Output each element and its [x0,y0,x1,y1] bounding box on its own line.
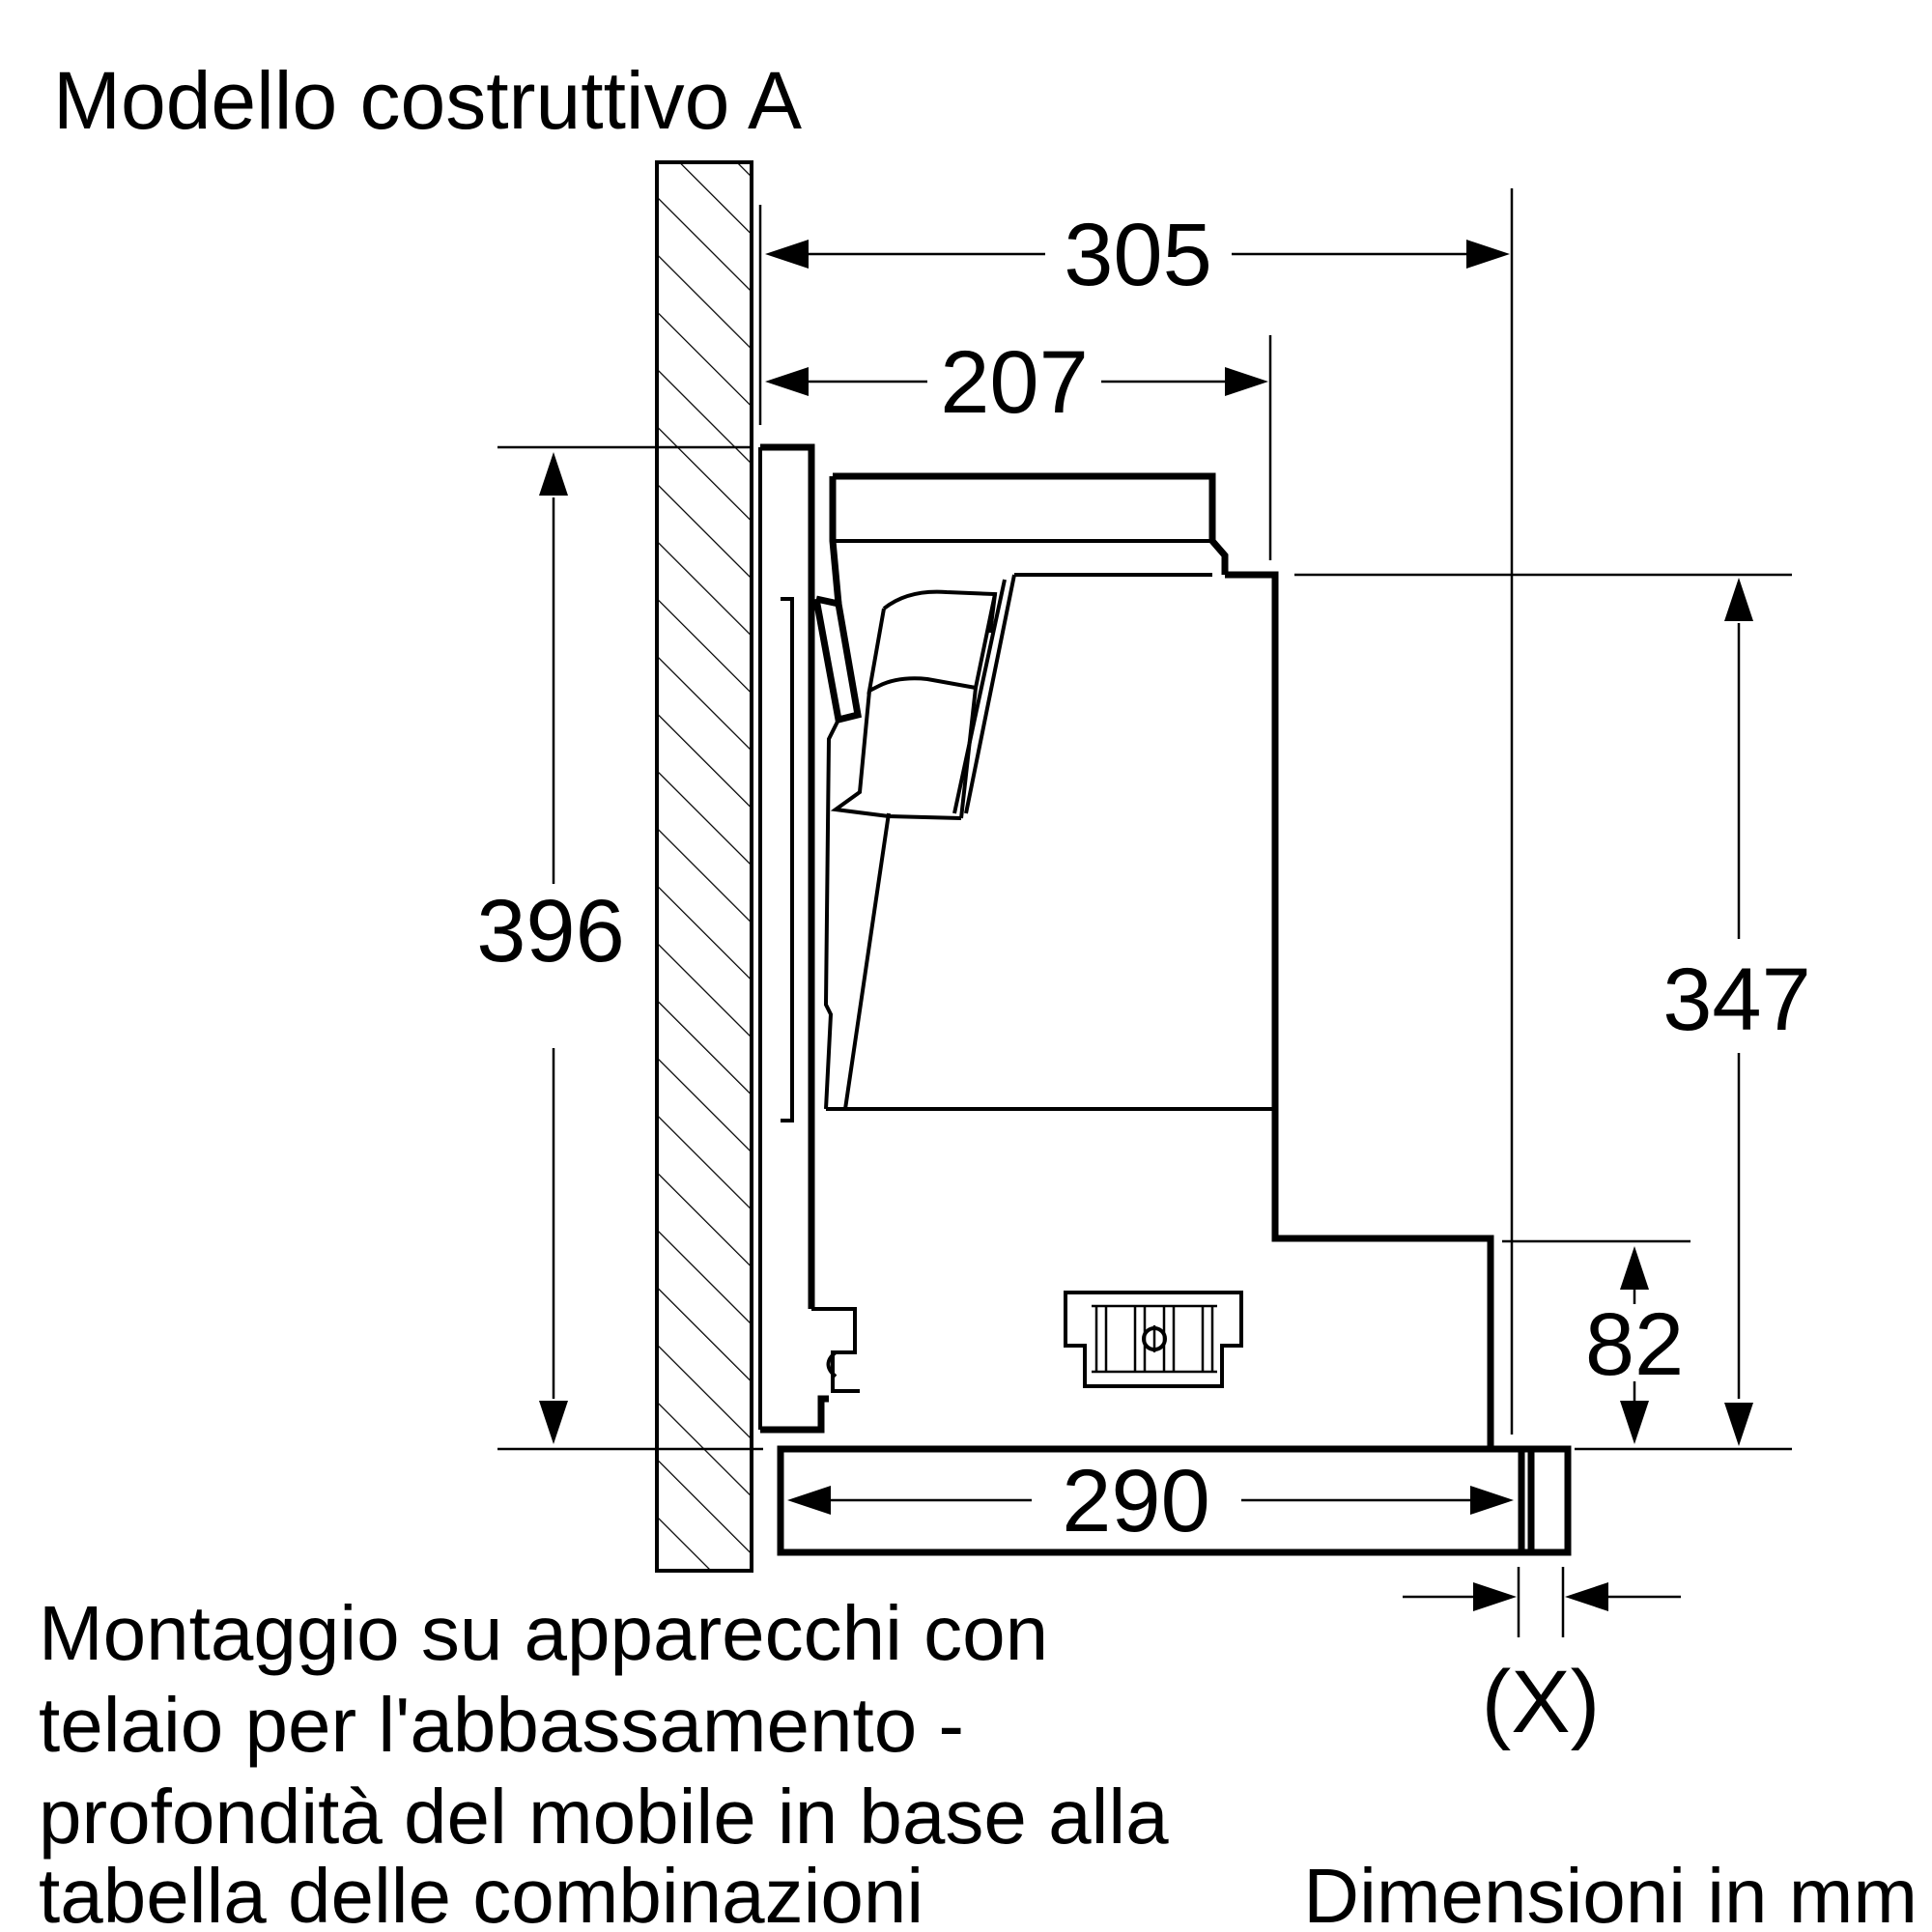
caption: Montaggio su apparecchi con telaio per l… [39,1590,1169,1932]
caption-line-1: Montaggio su apparecchi con [39,1590,1048,1676]
dimension-x: (X) [1403,1582,1681,1751]
dimension-290-label: 290 [1062,1452,1210,1550]
dimension-82-label: 82 [1585,1295,1684,1394]
dimension-305-label: 305 [1064,206,1212,304]
lift-mechanism [1064,1291,1243,1388]
dimension-290: 290 [787,1452,1514,1550]
dimension-347-label: 347 [1662,951,1811,1049]
dimension-x-label: (X) [1482,1653,1601,1751]
wall [655,160,753,1573]
dimension-396: 396 [476,452,625,1444]
units-note: Dimensioni in mm [1303,1853,1918,1932]
dimension-82: 82 [1585,1246,1684,1444]
caption-line-3: profondità del mobile in base alla [39,1774,1169,1860]
dimension-347: 347 [1662,578,1811,1446]
dimension-207-label: 207 [940,333,1089,432]
lowering-frame [777,1445,1572,1556]
extension-lines [497,188,1792,1637]
diagram-title: Modello costruttivo A [53,55,802,146]
dimension-305: 305 [765,206,1510,304]
hood-body [758,443,1497,1453]
caption-line-4: tabella delle combinazioni [39,1853,923,1932]
caption-line-2: telaio per l'abbassamento - [39,1682,964,1768]
dimension-207: 207 [765,333,1268,432]
dimension-396-label: 396 [476,882,625,980]
